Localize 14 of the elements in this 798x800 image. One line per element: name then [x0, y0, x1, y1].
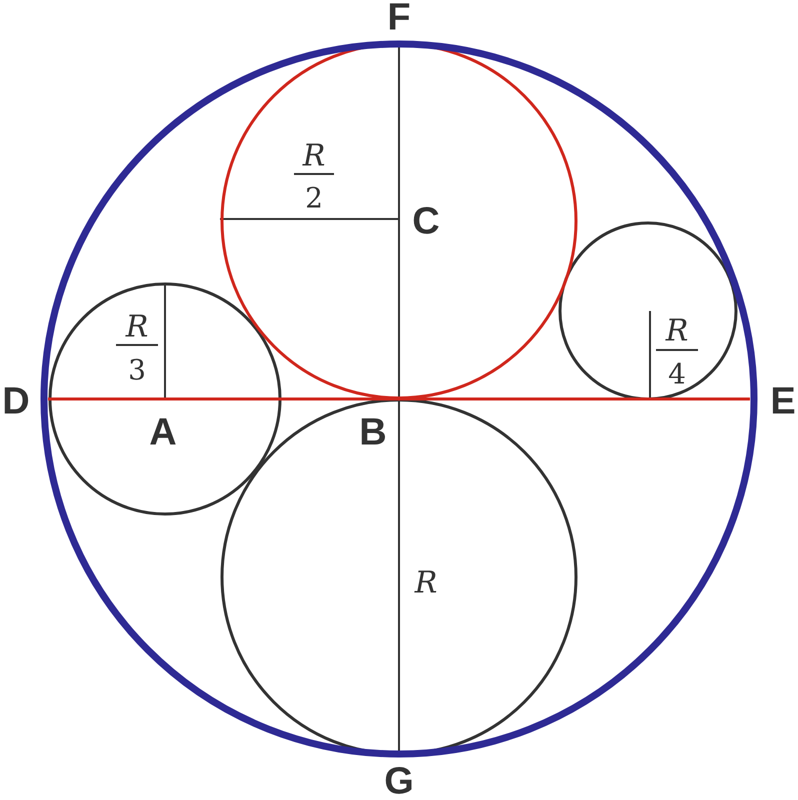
- number-label: 4: [668, 358, 686, 390]
- point-label: D: [2, 380, 30, 424]
- point-label: B: [359, 412, 387, 454]
- variable-label: R: [302, 138, 326, 174]
- point-label: F: [387, 0, 411, 40]
- point-label: G: [384, 760, 414, 800]
- variable-label: R: [666, 314, 688, 348]
- variable-label: R: [414, 566, 438, 600]
- point-label: A: [149, 412, 177, 454]
- variable-label: R: [126, 310, 148, 344]
- point-label: E: [770, 380, 796, 424]
- point-label: C: [412, 200, 440, 244]
- number-label: 3: [128, 354, 146, 386]
- number-label: 2: [305, 182, 323, 214]
